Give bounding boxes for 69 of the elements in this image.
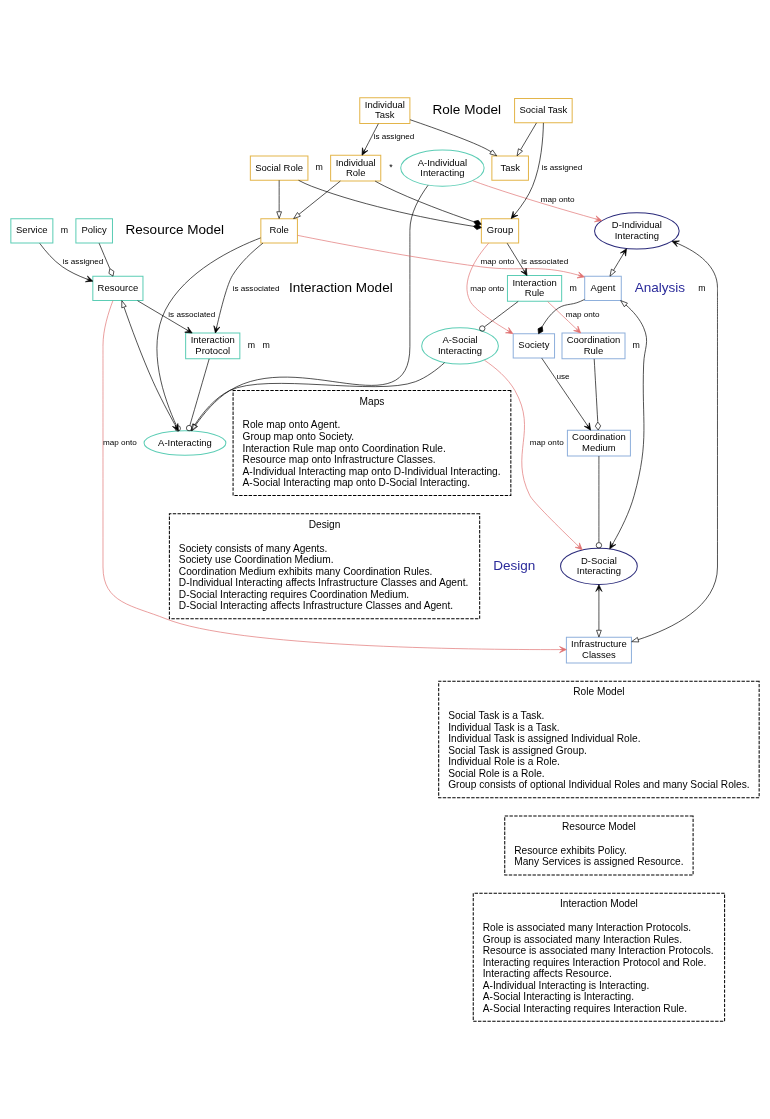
arrow <box>510 122 544 219</box>
node-box: Interaction Rule <box>506 275 563 302</box>
node-box: Coordination Medium <box>566 429 631 457</box>
label: m <box>262 340 270 351</box>
node-box: Policy <box>75 218 113 244</box>
node-box: Agent <box>584 275 622 302</box>
node-box: Infrastructure Classes <box>565 636 632 664</box>
node-box: Society <box>512 333 556 359</box>
label: m <box>632 340 640 351</box>
arrow <box>484 359 583 551</box>
arrow <box>547 301 581 334</box>
connector <box>537 299 585 334</box>
arrow <box>190 362 445 432</box>
arrow <box>293 180 341 219</box>
node-box: Resource <box>92 275 144 302</box>
connector <box>595 455 602 549</box>
label: * <box>389 162 393 173</box>
label: Role Model <box>432 101 502 117</box>
node-box: Task <box>491 155 529 181</box>
arrow <box>609 248 627 277</box>
node-box: Role Model Social Task is a Task. Individual Task is a Task. Individual Task is assigned Individual Role. Social Task is assigned Group. Individual Role is a Role. Social Role is a Role. Group consists of optional Individual Roles and many Social Roles. <box>438 680 760 799</box>
connector <box>479 301 519 332</box>
node-ellipse: A-Individual Interacting <box>400 149 485 187</box>
node-box: Individual Role <box>330 154 382 182</box>
node-box: Role <box>260 218 298 244</box>
node-ellipse: D-Social Interacting <box>560 547 638 585</box>
arrow <box>595 584 603 638</box>
label: Interaction Model <box>288 279 393 295</box>
node-box: Service <box>10 218 54 244</box>
arrow <box>631 240 718 643</box>
arrow <box>191 184 429 432</box>
label: Design <box>493 557 536 573</box>
connector <box>298 179 482 230</box>
arrow <box>39 243 94 283</box>
arrow <box>137 300 193 334</box>
label: m <box>247 340 256 351</box>
arrow <box>506 242 528 276</box>
arrow <box>102 300 567 653</box>
node-box: Resource Model Resource exhibits Policy. Many Services is assigned Resource. <box>504 815 694 876</box>
arrow <box>361 123 379 156</box>
node-box: Social Role <box>249 155 309 181</box>
connector <box>186 358 210 432</box>
arrow <box>472 180 603 223</box>
connector <box>593 358 602 431</box>
arrow <box>409 119 497 157</box>
label: m <box>315 162 323 173</box>
label: m <box>569 282 577 293</box>
label: m <box>60 225 69 236</box>
arrow <box>609 300 647 550</box>
label: Analysis <box>634 279 686 295</box>
arrow <box>276 180 282 219</box>
label: m <box>698 282 706 293</box>
arrow <box>297 235 585 279</box>
arrow <box>213 242 264 334</box>
node-ellipse: A-Interacting <box>143 430 227 456</box>
connector <box>98 242 115 277</box>
arrow <box>466 242 514 334</box>
node-box: Group <box>480 218 520 244</box>
node-box: Individual Task <box>359 97 411 124</box>
node-box: Coordination Rule <box>561 332 626 360</box>
arrow <box>541 357 591 431</box>
node-box: Interaction Model Role is associated many Interaction Protocols. Group is associated many Interaction Rules. Resource is associated many Interaction Protocols. Interacting requires Interaction Protocol and Role. Interacting affects Resource. A-Individual Interacting is Interacting. A-Social Interacting is Interacting. A-Social Interacting requires Interaction Rule. <box>472 892 726 1022</box>
node-box: Maps Role map onto Agent. Group map onto Society. Interaction Rule map onto Coordination Rule. Resource map onto Infrastructure Classes. A-Individual Interacting map onto D-Individual Interacting. A-Social Interacting map onto D-Social Interacting. <box>232 390 512 497</box>
connector <box>374 180 482 226</box>
node-box: Design Society consists of many Agents. Society use Coordination Medium. Coordination Medium exhibits many Coordination Rules. D-Individual Interacting affects Infrastructure Classes and Agent. D-Social Interacting requires Coordination Medium. D-Social Interacting affects Infrastructure Classes and Agent. <box>168 513 481 620</box>
arrow <box>516 122 537 157</box>
node-box: Interaction Protocol <box>185 332 241 360</box>
node-box: Social Task <box>514 97 573 124</box>
label: Resource Model <box>125 222 225 238</box>
